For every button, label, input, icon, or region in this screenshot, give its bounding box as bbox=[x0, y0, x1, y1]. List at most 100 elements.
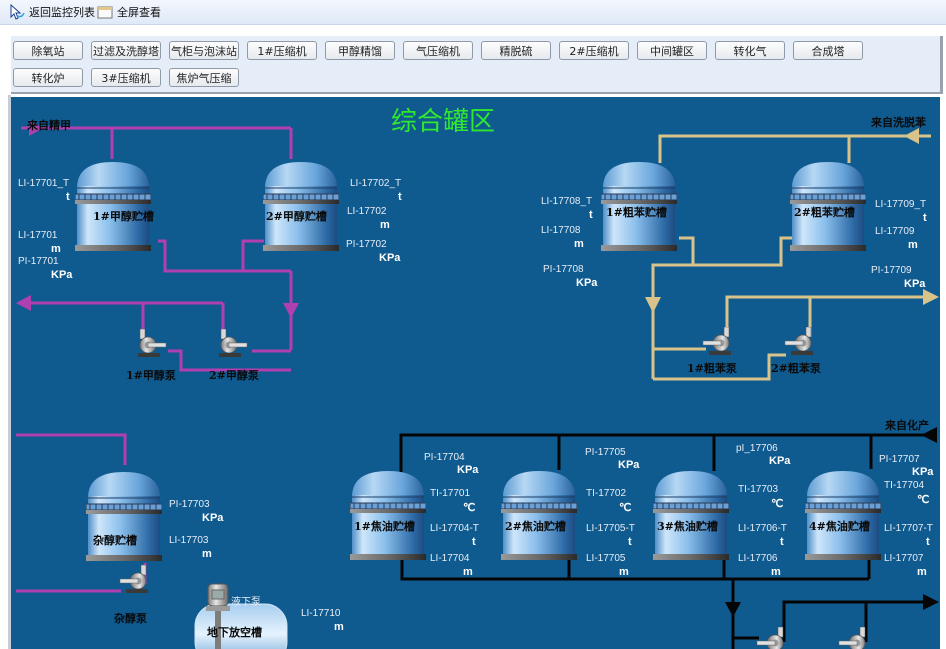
pump-name-methanol-1: 1#甲醇泵 bbox=[126, 369, 176, 382]
nav-button-coke-gas-compressor[interactable]: 焦炉气压缩 bbox=[169, 68, 239, 87]
tag-PI-17702: PI-17702 bbox=[346, 239, 387, 250]
nav-button-reformed-gas[interactable]: 转化气 bbox=[715, 41, 785, 60]
nav-button-filter-wash[interactable]: 过滤及洗醇塔 bbox=[91, 41, 161, 60]
storage-tank-m2[interactable] bbox=[262, 160, 340, 252]
unit-m: m bbox=[380, 219, 390, 231]
tank-name-misc-alcohol: 杂醇贮槽 bbox=[93, 534, 137, 547]
tag-LI-17705-T: LI-17705-T bbox=[586, 523, 635, 534]
process-diagram: 综合罐区 来自精甲 来自洗脱苯 来自化产 1#甲醇贮槽 LI-17701_T t… bbox=[11, 97, 940, 649]
nav-button-compressor-3[interactable]: 3#压缩机 bbox=[91, 68, 161, 87]
unit-celsius: ℃ bbox=[771, 498, 784, 510]
tag-LI-17704: LI-17704 bbox=[430, 553, 470, 564]
tag-PI-17701: PI-17701 bbox=[18, 256, 59, 267]
tag-LI-17702_T: LI-17702_T bbox=[350, 178, 402, 189]
pump-mp2[interactable] bbox=[217, 328, 249, 359]
pump-mp1[interactable] bbox=[136, 328, 168, 359]
pump-bp1[interactable] bbox=[701, 326, 733, 357]
nav-button-compressor-1[interactable]: 1#压缩机 bbox=[247, 41, 317, 60]
unit-kpa: KPa bbox=[769, 455, 791, 467]
nav-button-gas-compressor[interactable]: 气压缩机 bbox=[403, 41, 473, 60]
unit-m: m bbox=[463, 566, 473, 578]
pipe-network bbox=[16, 120, 939, 649]
methanol-pipes bbox=[16, 126, 293, 593]
unit-kpa: KPa bbox=[912, 466, 934, 478]
centrifugal-pump-icon bbox=[219, 328, 248, 357]
methanol-down-arrow bbox=[283, 303, 299, 318]
nav-button-synthesis-tower[interactable]: 合成塔 bbox=[793, 41, 863, 60]
storage-tank-z[interactable] bbox=[85, 470, 163, 562]
tank-shape bbox=[74, 162, 152, 251]
nav-button-deoxygen[interactable]: 除氧站 bbox=[13, 41, 83, 60]
flow-label-from-chem: 来自化产 bbox=[885, 419, 929, 432]
storage-tank-b1[interactable] bbox=[600, 160, 678, 252]
tag-LI-17707: LI-17707 bbox=[884, 553, 924, 564]
nav-button-intermediate-tank[interactable]: 中间罐区 bbox=[637, 41, 707, 60]
top-toolbar: 返回监控列表 全屏查看 bbox=[0, 0, 946, 25]
pump-zp[interactable] bbox=[118, 564, 150, 595]
tank-shape bbox=[85, 472, 163, 561]
back-to-monitor-list-button[interactable]: 返回监控列表 bbox=[8, 3, 95, 21]
tank-name-tar-2: 2#焦油贮槽 bbox=[505, 520, 566, 533]
storage-tank-b2[interactable] bbox=[789, 160, 867, 252]
tag-TI-17701: TI-17701 bbox=[430, 488, 471, 499]
unit-t: t bbox=[780, 536, 784, 548]
tar-out-arrow bbox=[923, 594, 939, 610]
nav-button-fine-desulfur[interactable]: 精脱硫 bbox=[481, 41, 551, 60]
unit-m: m bbox=[771, 566, 781, 578]
pump-bp2[interactable] bbox=[783, 326, 815, 357]
tag-TI-17703: TI-17703 bbox=[738, 484, 779, 495]
pump-tp2[interactable] bbox=[837, 626, 869, 649]
tank-shape bbox=[262, 162, 340, 251]
flow-label-from-benzene: 来自洗脱苯 bbox=[871, 116, 926, 129]
methanol-in-arrow bbox=[29, 120, 43, 136]
unit-m: m bbox=[202, 548, 212, 560]
fullscreen-button[interactable]: 全屏查看 bbox=[96, 3, 161, 21]
tag-TI-17702: TI-17702 bbox=[586, 488, 627, 499]
nav-button-reformer[interactable]: 转化炉 bbox=[13, 68, 83, 87]
submerged-pump[interactable] bbox=[206, 582, 230, 649]
nav-button-compressor-2[interactable]: 2#压缩机 bbox=[559, 41, 629, 60]
pump-tp1[interactable] bbox=[755, 626, 787, 649]
unit-m: m bbox=[51, 243, 61, 255]
unit-kpa: KPa bbox=[51, 269, 73, 281]
nav-button-methanol-rectify[interactable]: 甲醇精馏 bbox=[325, 41, 395, 60]
storage-tank-t3[interactable] bbox=[652, 469, 730, 561]
centrifugal-pump-icon bbox=[138, 328, 167, 357]
tar-pipes bbox=[399, 433, 937, 649]
tag-PI-17705: PI-17705 bbox=[585, 447, 626, 458]
tank-name-benzene-2: 2#粗苯贮槽 bbox=[794, 206, 855, 219]
unit-celsius: ℃ bbox=[917, 494, 930, 506]
tag-LI-17708: LI-17708 bbox=[541, 225, 581, 236]
storage-tank-t4[interactable] bbox=[804, 469, 882, 561]
centrifugal-pump-icon bbox=[119, 564, 148, 593]
unit-kpa: KPa bbox=[576, 277, 598, 289]
storage-tank-t1[interactable] bbox=[349, 469, 427, 561]
submerged-pump-icon bbox=[206, 583, 230, 649]
tank-shape bbox=[652, 471, 730, 560]
unit-kpa: KPa bbox=[379, 252, 401, 264]
unit-kpa: KPa bbox=[457, 464, 479, 476]
pump-name-methanol-2: 2#甲醇泵 bbox=[209, 369, 259, 382]
unit-t: t bbox=[398, 191, 402, 203]
unit-t: t bbox=[926, 536, 930, 548]
tank-name-methanol-1: 1#甲醇贮槽 bbox=[93, 210, 154, 223]
storage-tank-m1[interactable] bbox=[74, 160, 152, 252]
centrifugal-pump-icon bbox=[756, 626, 784, 649]
tag-LI-17706: LI-17706 bbox=[738, 553, 778, 564]
pump-name-misc-alcohol: 杂醇泵 bbox=[114, 612, 147, 625]
unit-t: t bbox=[589, 209, 593, 221]
tag-PI-17708: PI-17708 bbox=[543, 264, 584, 275]
tag-LI-17705: LI-17705 bbox=[586, 553, 626, 564]
benzene-out-arrow bbox=[923, 289, 939, 305]
storage-tank-t2[interactable] bbox=[500, 469, 578, 561]
nav-button-gasholder-foam[interactable]: 气柜与泡沫站 bbox=[169, 41, 239, 60]
centrifugal-pump-icon bbox=[702, 326, 731, 355]
back-label: 返回监控列表 bbox=[29, 6, 95, 19]
tag-pI_17706: pI_17706 bbox=[736, 443, 778, 454]
tank-name-underground: 地下放空槽 bbox=[207, 626, 262, 639]
unit-t: t bbox=[628, 536, 632, 548]
canvas-left-border bbox=[8, 95, 11, 649]
tag-LI-17706-T: LI-17706-T bbox=[738, 523, 787, 534]
tag-LI-17709: LI-17709 bbox=[875, 226, 915, 237]
pump-name-benzene-2: 2#粗苯泵 bbox=[771, 362, 821, 375]
